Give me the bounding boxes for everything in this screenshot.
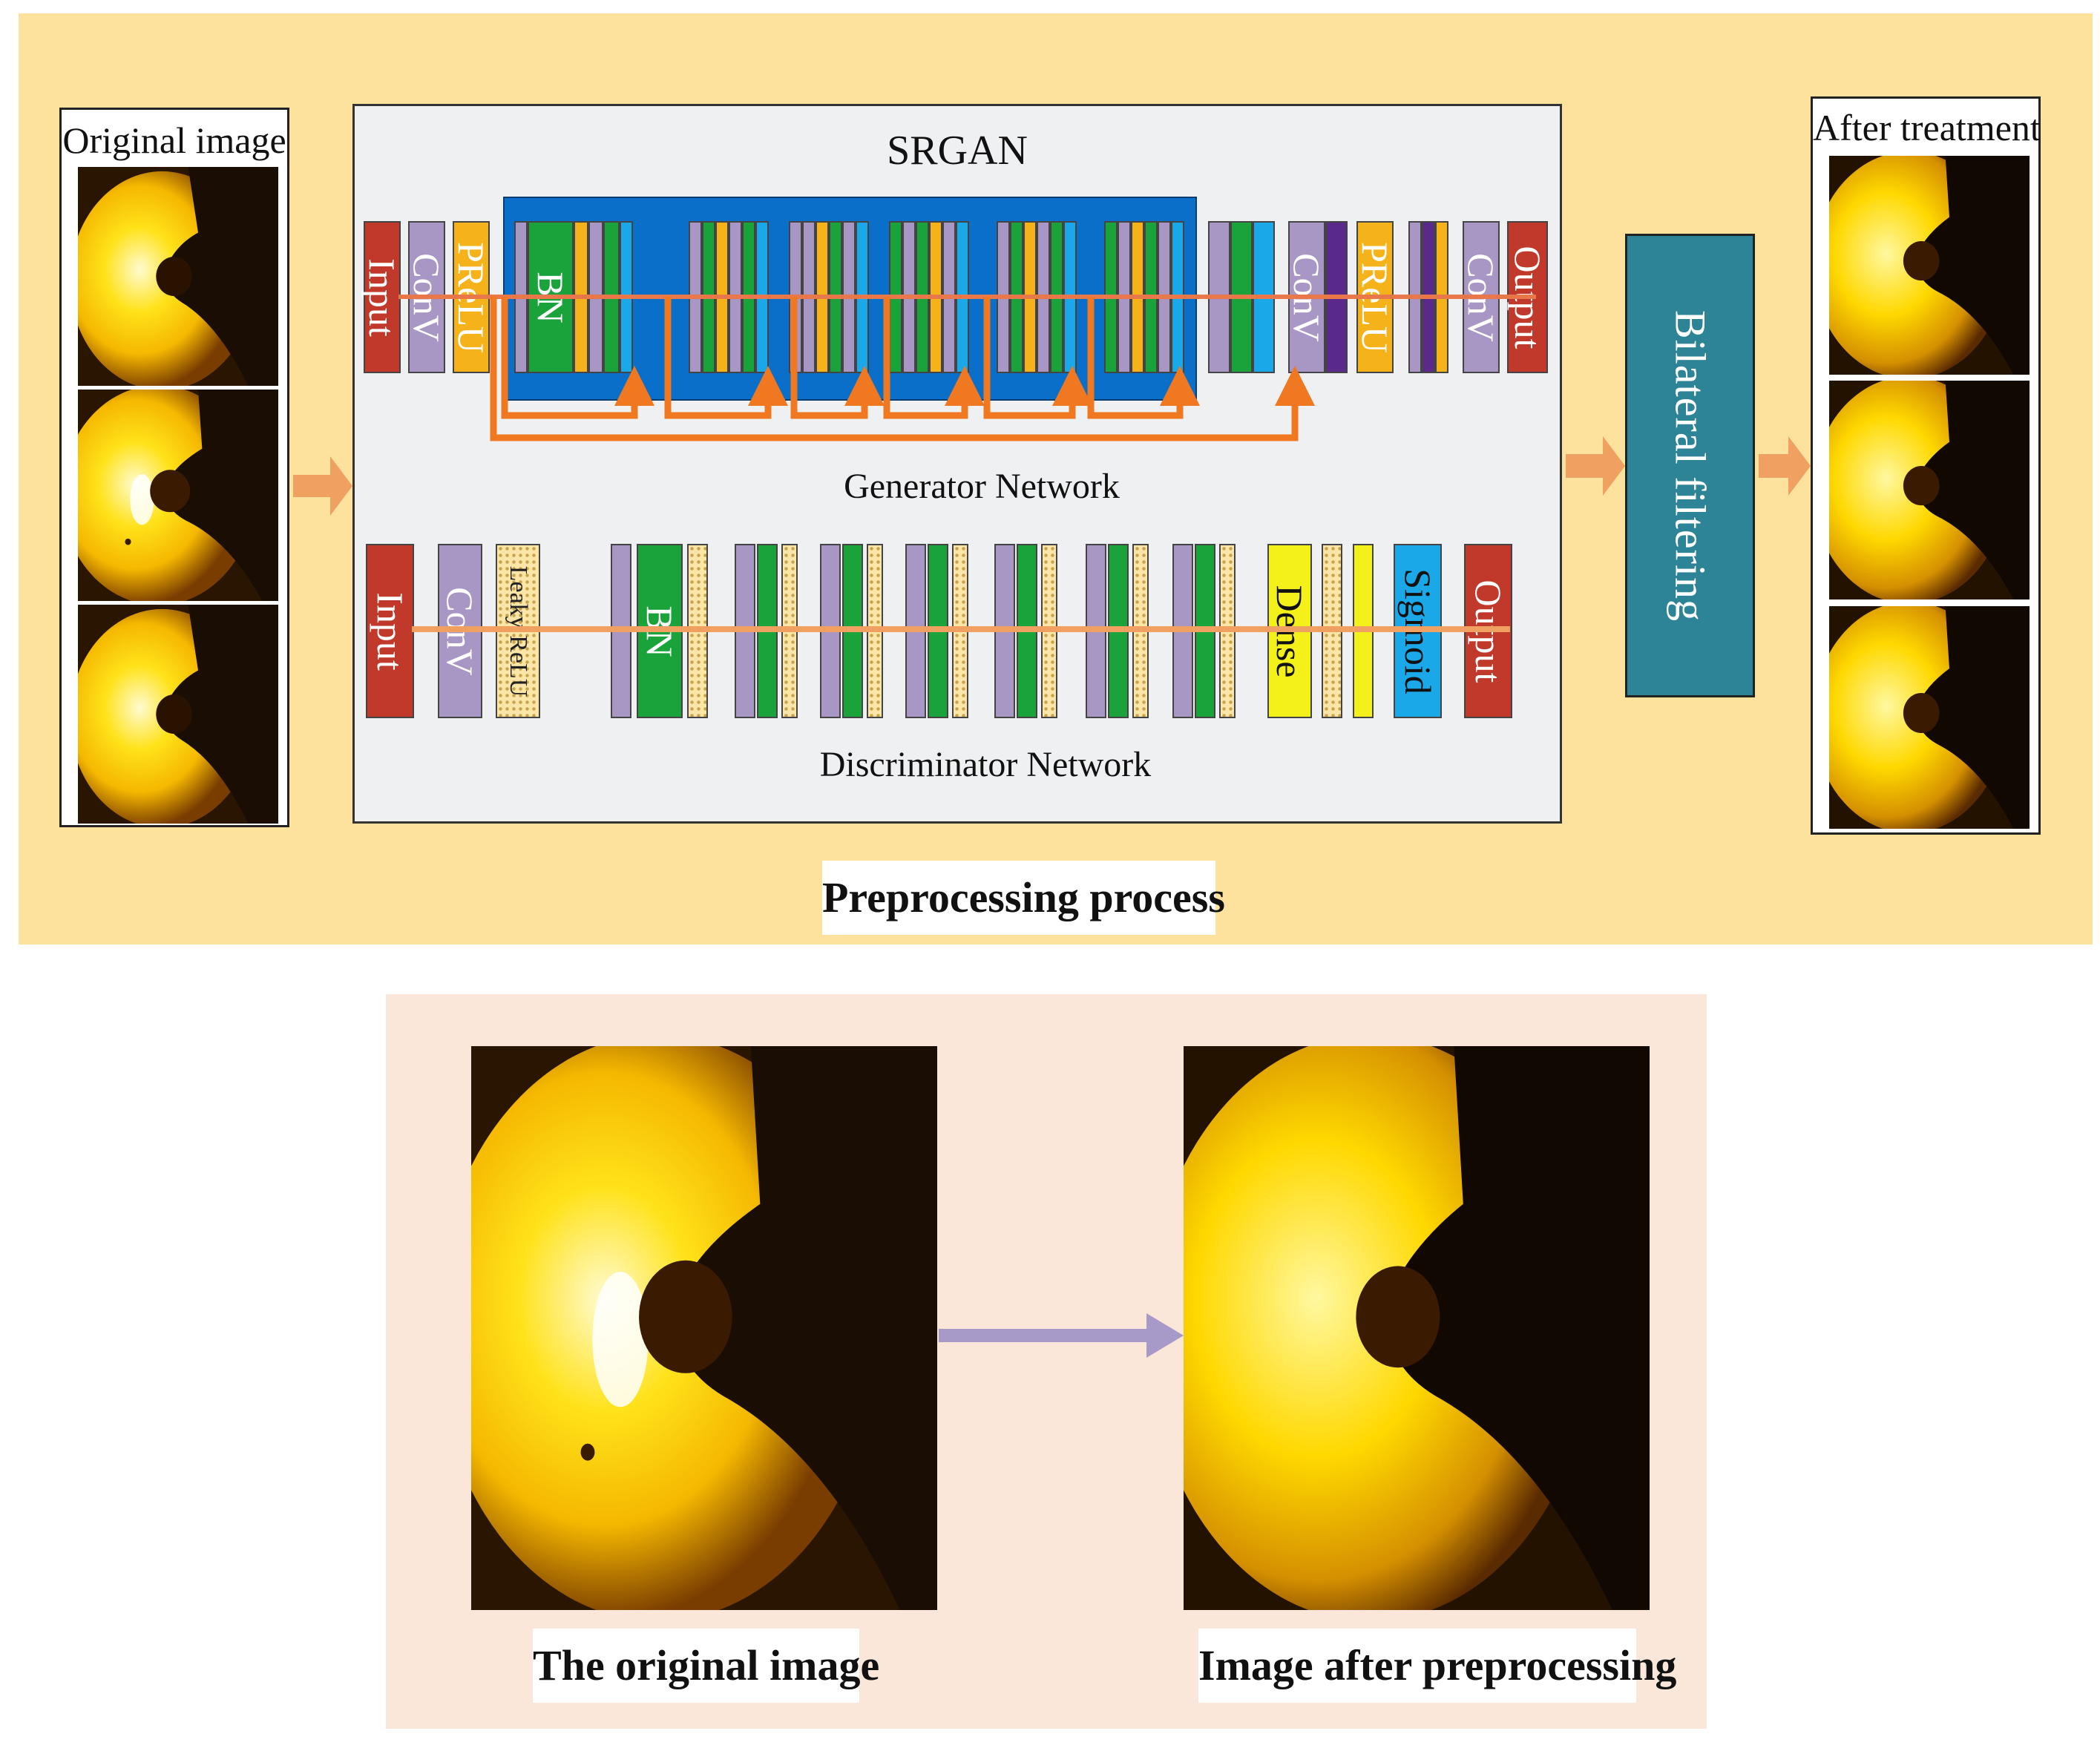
disc-conv-label: ConV (439, 586, 481, 676)
gen-prelu-label-1: PReLU (450, 241, 492, 353)
original-column-title: Original image (62, 119, 286, 161)
gen-input-block: Input (361, 221, 403, 373)
disc-input-block: Input (366, 544, 414, 718)
gen-conv-block-3: ConV (1460, 221, 1502, 373)
after-thumbnail-1 (1828, 154, 2031, 376)
res1-bn-2 (603, 221, 620, 373)
disc-sigmoid-label: Sigmoid (1397, 568, 1439, 694)
res1-bn-block: BN (528, 221, 574, 373)
disc-conv-block: ConV (438, 544, 482, 718)
gen-prelu-block-2: PReLU (1354, 221, 1396, 373)
disc-dense-label: Dense (1269, 585, 1310, 677)
bilateral-filtering-block: Bilateral filtering (1625, 234, 1755, 697)
generator-network-label: Generator Network (844, 467, 1120, 506)
disc-input-label: Input (369, 591, 411, 671)
disc-leaky-relu-block: Leaky ReLU (496, 544, 540, 718)
disc-leaky-final (1322, 544, 1342, 718)
disc-dense-2 (1353, 544, 1374, 718)
gen-post-conv (1208, 221, 1230, 373)
gen-conv-label-3: ConV (1460, 252, 1502, 342)
disc-conv-1 (611, 544, 631, 718)
srgan-title: SRGAN (887, 128, 1028, 174)
after-column-title: After treatment (1813, 107, 2041, 148)
gen-post-sum (1253, 221, 1275, 373)
disc-bn-label: BN (639, 605, 680, 657)
disc-output-label: Output (1467, 579, 1509, 683)
gen-post-bn (1230, 221, 1253, 373)
res1-prelu (574, 221, 588, 373)
processed-image-caption: Image after preprocessing (1198, 1629, 1676, 1703)
bilateral-filtering-label: Bilateral filtering (1666, 309, 1714, 622)
after-thumbnail-3 (1828, 605, 2031, 830)
srgan-box: SRGAN Input ConV PReLU BN (352, 104, 1562, 824)
discriminator-network-label: Discriminator Network (819, 745, 1152, 784)
res1-conv (514, 221, 528, 373)
gen-upsample-shuffle (1422, 221, 1435, 373)
res1-sum (620, 221, 633, 373)
gen-conv-label-1: ConV (406, 252, 447, 342)
disc-bn-block: BN (637, 544, 683, 718)
original-thumbnail-3 (76, 603, 280, 825)
gen-pixel-shuffle (1325, 221, 1348, 373)
gen-prelu-label-2: PReLU (1354, 241, 1396, 353)
gen-conv-label-2: ConV (1286, 252, 1328, 342)
res1-conv-2 (588, 221, 603, 373)
preprocessing-caption: Preprocessing process (822, 861, 1225, 935)
original-image-column: Original image (59, 108, 289, 827)
gen-upsample-conv (1408, 221, 1422, 373)
original-image-large (471, 1046, 937, 1610)
processed-image-large (1184, 1046, 1650, 1610)
gen-conv-block-2: ConV (1286, 221, 1328, 373)
gen-conv-block-1: ConV (406, 221, 447, 373)
after-thumbnail-2 (1828, 379, 2031, 601)
disc-leaky-1 (687, 544, 708, 718)
disc-sigmoid-block: Sigmoid (1394, 544, 1442, 718)
original-image-caption: The original image (533, 1629, 879, 1703)
gen-prelu-block-1: PReLU (450, 221, 492, 373)
disc-output-block: Output (1464, 544, 1512, 718)
gen-output-label: Output (1506, 246, 1549, 349)
after-treatment-column: After treatment (1811, 96, 2041, 835)
gen-input-label: Input (361, 257, 403, 337)
gen-bn-label: BN (530, 271, 571, 323)
gen-output-block: Output (1506, 221, 1549, 373)
original-thumbnail-1 (76, 165, 280, 387)
gen-upsample-prelu (1435, 221, 1448, 373)
disc-dense-block: Dense (1267, 544, 1312, 718)
original-thumbnail-2 (76, 388, 280, 602)
disc-leaky-relu-label: Leaky ReLU (505, 565, 532, 697)
